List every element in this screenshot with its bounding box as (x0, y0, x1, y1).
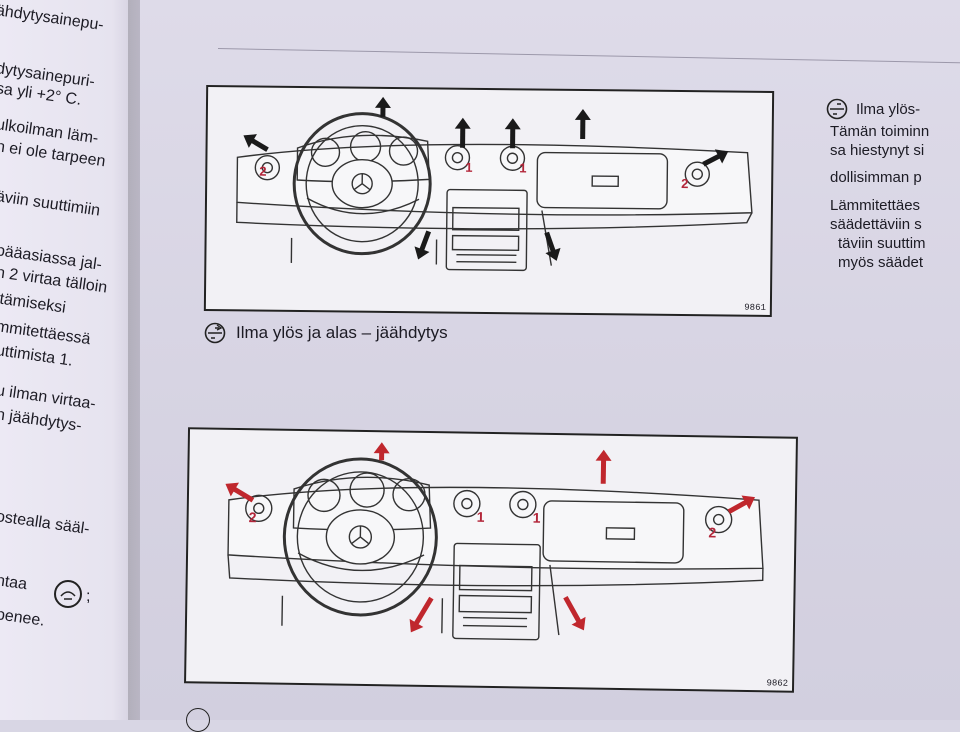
dashboard-illustration-top: 2 1 1 2 (206, 87, 772, 315)
caption-top: Ilma ylös ja alas – jäähdytys (204, 322, 448, 344)
left-page: ähdytysainepu- dytysainepuri- sa yli +2°… (0, 0, 140, 720)
right-column-line: Ilma ylös- (856, 101, 920, 118)
left-page-line: ähdytysainepu- (0, 2, 105, 35)
vent-label-center-right: 1 (533, 510, 541, 526)
right-column-line: dollisimman p (830, 168, 922, 187)
vent-label-outer-left: 2 (259, 164, 266, 179)
arrow-down-right (565, 597, 586, 630)
arrow-outer-left (243, 134, 267, 150)
arrow-up-windscreen-right (575, 109, 591, 139)
vent-label-center-left: 1 (465, 160, 472, 175)
left-page-line: ntaa (0, 572, 28, 594)
air-up-down-icon (204, 322, 226, 344)
next-caption-icon (186, 708, 210, 732)
figure-bottom: 2 1 1 2 9862 (184, 427, 798, 693)
vent-label-outer-right: 2 (708, 524, 716, 540)
arrow-up-windscreen-left (374, 442, 390, 460)
caption-text: Ilma ylös ja alas – jäähdytys (236, 323, 448, 343)
defrost-mode-icon (54, 580, 82, 608)
figure-number: 9862 (766, 678, 788, 688)
vent-label-outer-left: 2 (249, 509, 257, 525)
right-column-line: säädettäviin s (830, 215, 922, 234)
left-page-line: uttimista 1. (0, 342, 74, 371)
right-column-line: sa hiestynyt si (830, 141, 924, 160)
figure-top: 2 1 1 2 9861 (204, 85, 774, 317)
arrow-down-left (409, 598, 431, 633)
vent-label-center-left: 1 (477, 509, 485, 525)
vent-label-center-right: 1 (519, 160, 526, 175)
left-page-line: ostealla sääl- (0, 508, 91, 539)
right-column: Ilma ylös- Tämän toiminn sa hiestynyt si… (826, 96, 960, 286)
arrow-outer-left (225, 482, 253, 500)
arrow-center-right (505, 118, 521, 148)
arrow-center-left (455, 118, 471, 148)
left-page-line: penee. (0, 606, 46, 631)
right-column-line: Tämän toiminn (830, 122, 929, 141)
left-page-line: itämiseksi (0, 290, 67, 318)
figure-number: 9861 (744, 303, 766, 313)
right-column-line: Lämmitettäes (830, 196, 920, 215)
dashboard-illustration-bottom: 2 1 1 2 (186, 429, 796, 690)
right-column-heading: Ilma ylös- (826, 98, 920, 120)
left-page-line: äviin suuttimiin (0, 188, 101, 220)
arrow-up-windscreen-right (595, 450, 612, 484)
air-up-down-icon (826, 98, 848, 120)
left-page-tail: ; (86, 588, 90, 606)
vent-label-outer-right: 2 (681, 176, 688, 191)
right-column-line: myös säädet (838, 253, 923, 272)
arrow-down-left (414, 231, 429, 259)
right-column-line: täviin suuttim (838, 234, 926, 253)
